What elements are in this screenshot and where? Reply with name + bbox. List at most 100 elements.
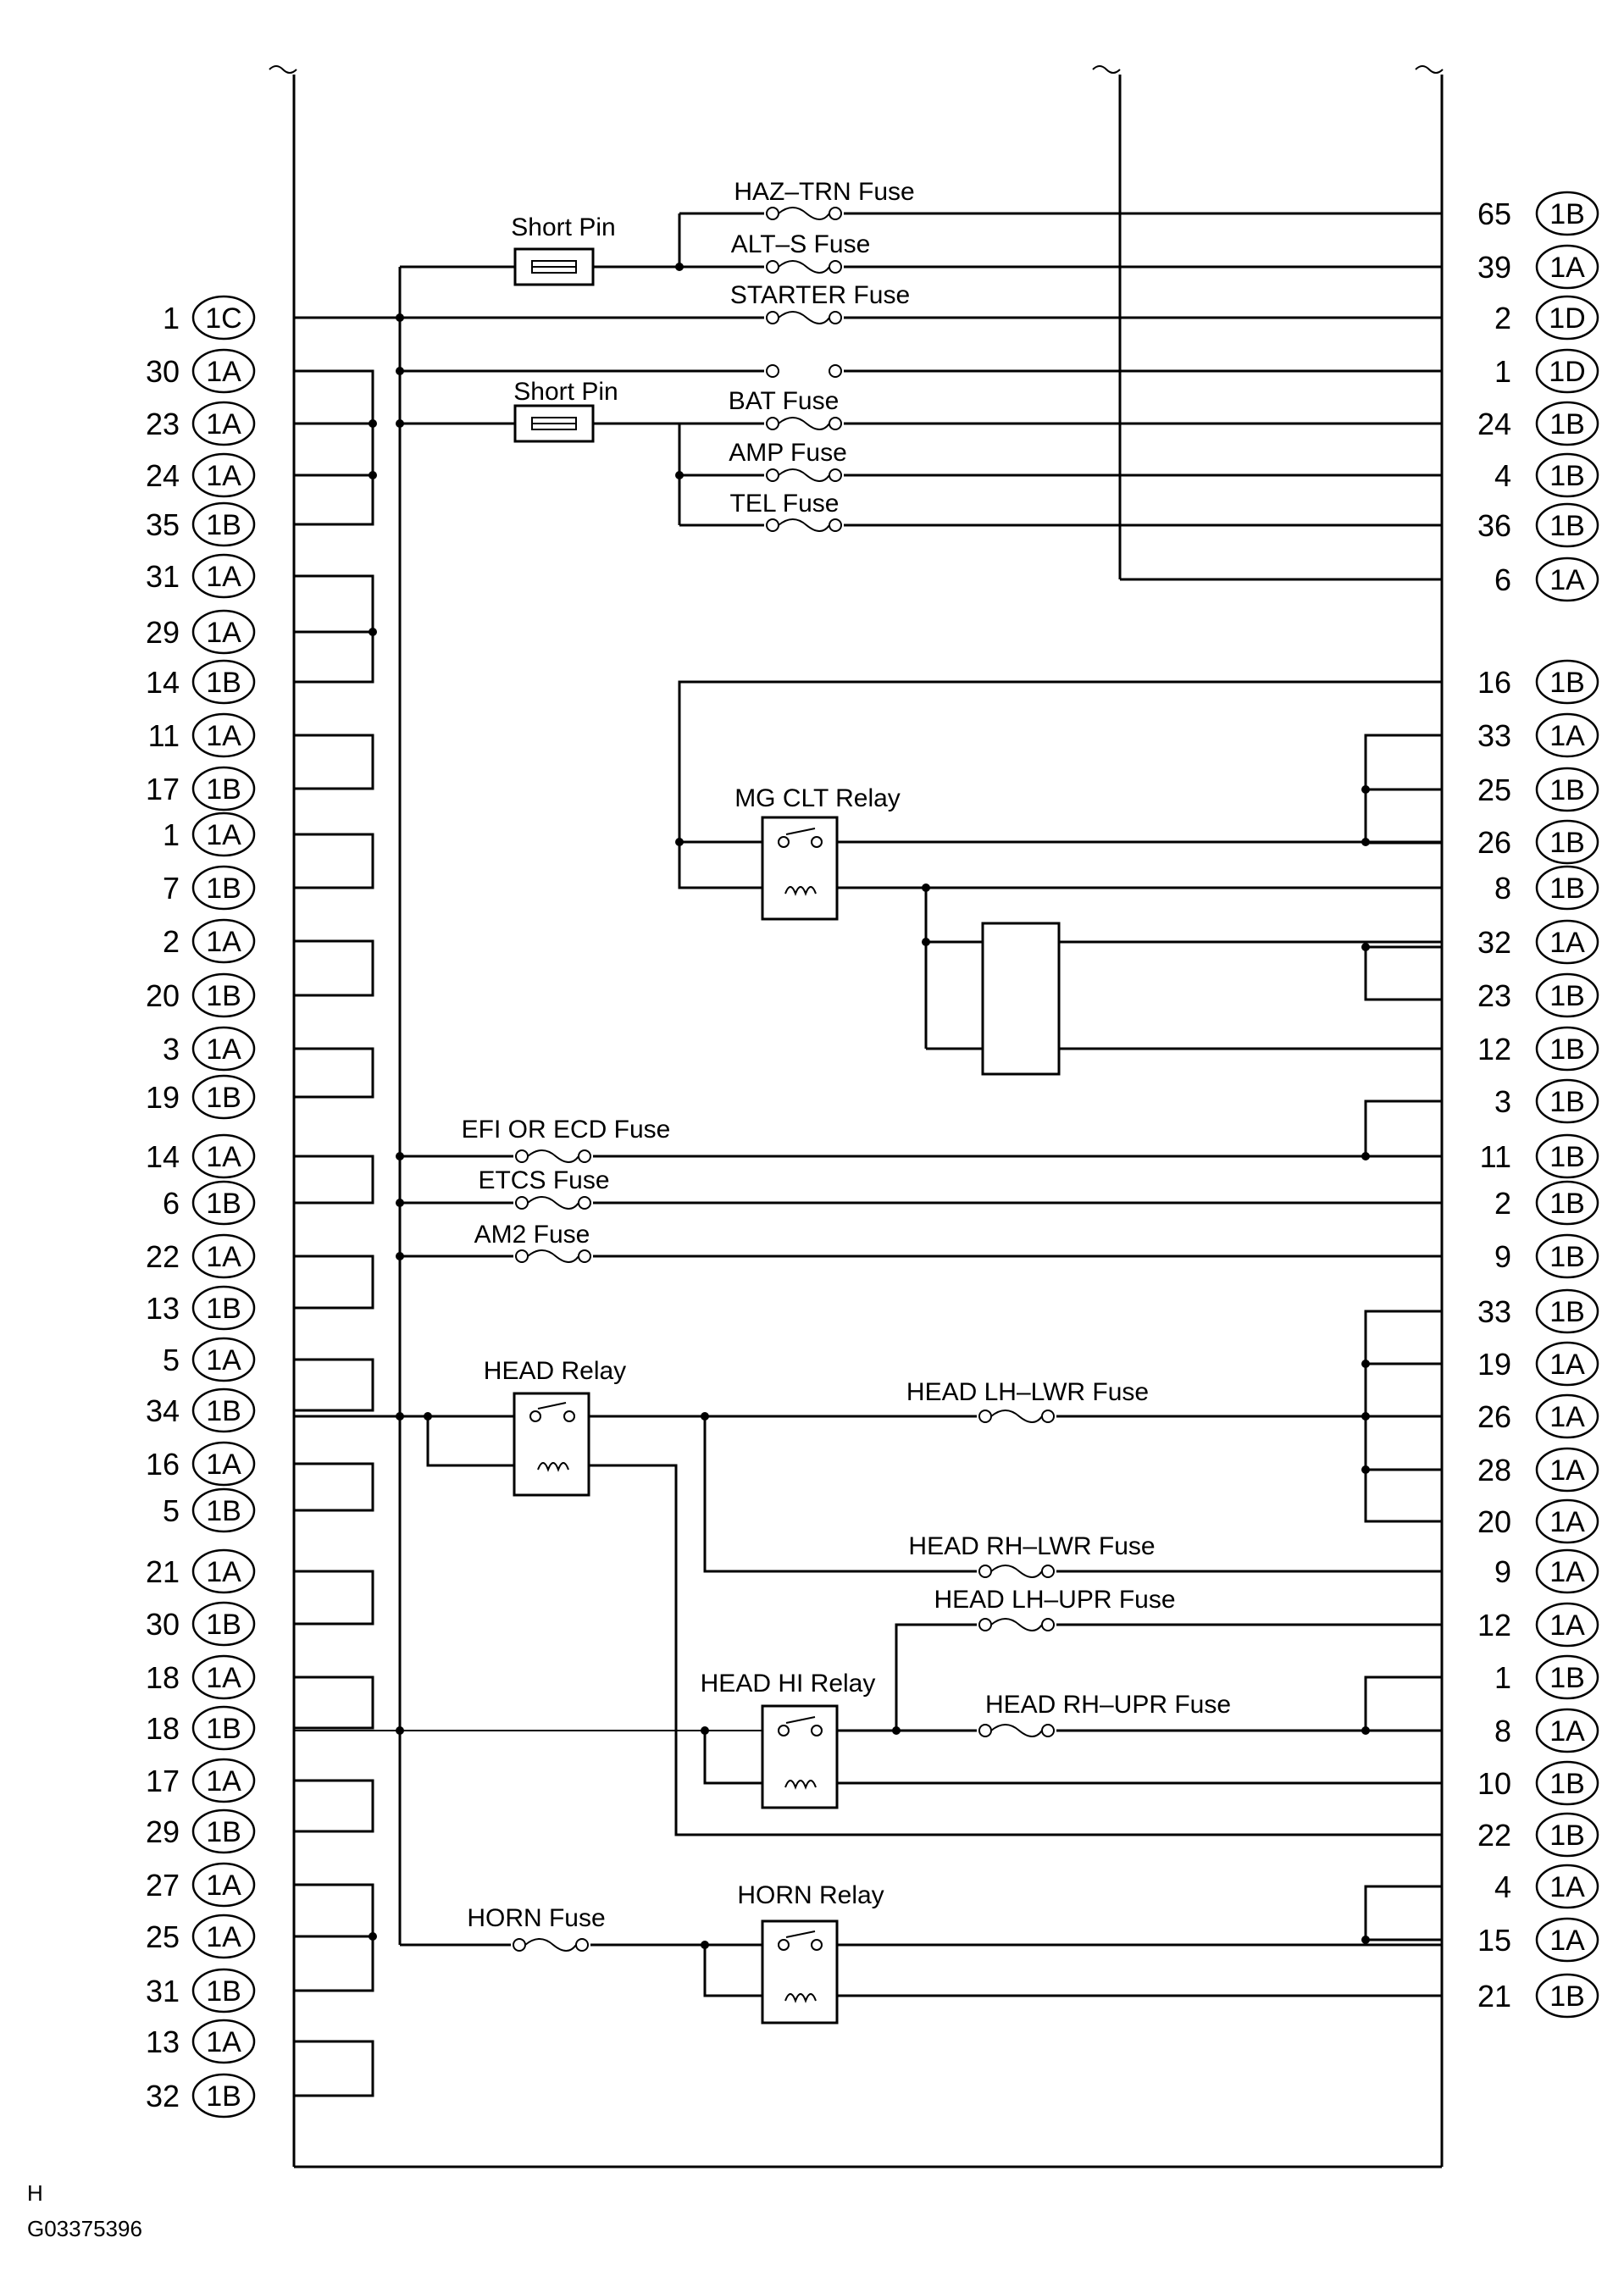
connector-id: 1B [206, 773, 241, 806]
connector-oval [1535, 972, 1599, 1018]
connector-oval [1535, 1864, 1599, 1909]
right-pin: 1 1B [1494, 1654, 1599, 1700]
connector-id: 1B [1549, 510, 1585, 542]
haz-trn-fuse-symbol [764, 207, 844, 220]
head-hi-relay-wiring [294, 1618, 1442, 1785]
am2-fuse-symbol [513, 1249, 593, 1263]
connector-id: 1B [1549, 980, 1585, 1012]
short-pin-symbols [513, 247, 595, 443]
connector-oval [191, 1133, 256, 1179]
pin-number: 12 [1477, 1608, 1511, 1642]
fuse-symbols [764, 207, 844, 532]
head-hi-relay-label: HEAD HI Relay [701, 1670, 876, 1698]
connector-id: 1A [206, 720, 241, 752]
pin-number: 21 [146, 1554, 180, 1589]
pin-number: 22 [146, 1239, 180, 1274]
pin-number: 9 [1494, 1554, 1511, 1589]
tel-fuse-symbol [764, 518, 844, 532]
connector-id: 1A [1549, 1349, 1585, 1381]
connector-id: 1A [206, 1241, 241, 1273]
connector-id: 1A [206, 1033, 241, 1066]
pin-number: 4 [1494, 458, 1511, 493]
pin-number: 13 [146, 1291, 180, 1326]
pin-number: 17 [146, 772, 180, 806]
connector-id: 1B [206, 1713, 241, 1745]
connector-oval [191, 1968, 256, 2013]
connector-oval [191, 766, 256, 811]
connector-oval [191, 1705, 256, 1751]
head-relay-wiring [294, 1410, 1442, 1836]
connector-oval [191, 295, 256, 341]
connector-oval [1535, 819, 1599, 865]
connector-oval [1535, 1973, 1599, 2019]
pin-number: 3 [163, 1032, 180, 1066]
connector-oval [191, 553, 256, 599]
connector-id: 1B [1549, 408, 1585, 440]
break-mark-left [269, 65, 297, 74]
control-module-box [981, 922, 1061, 1076]
head-rh-lwr-fuse-label: HEAD RH–LWR Fuse [908, 1532, 1155, 1560]
pin-number: 23 [1477, 978, 1511, 1013]
connector-oval [1535, 1393, 1599, 1439]
connector-id: 1B [206, 509, 241, 541]
left-jumper-nodes [369, 419, 377, 1941]
pin-number: 1 [1494, 1660, 1511, 1695]
pin-number: 25 [1477, 773, 1511, 807]
connector-oval [1535, 1078, 1599, 1124]
etcs-fuse-label: ETCS Fuse [478, 1166, 609, 1194]
connector-id: 1A [206, 1921, 241, 1953]
pin-number: 14 [146, 665, 180, 700]
connector-id: 1B [206, 872, 241, 905]
pin-number: 5 [163, 1493, 180, 1528]
connector-id: 1A [206, 2026, 241, 2058]
horn-fuse-symbol [511, 1938, 590, 1952]
pin-number: 22 [1477, 1818, 1511, 1853]
connector-oval [191, 1026, 256, 1072]
connector-oval [1535, 1760, 1599, 1806]
connector-oval [1535, 712, 1599, 758]
connector-oval [191, 811, 256, 857]
connector-oval [191, 1654, 256, 1700]
connector-id: 1B [206, 1082, 241, 1114]
connector-oval [191, 1441, 256, 1487]
pin-number: 6 [1494, 562, 1511, 597]
break-mark-right [1415, 65, 1444, 74]
connector-id: 1A [206, 1662, 241, 1694]
mg-clt-relay-label: MG CLT Relay [734, 784, 901, 812]
connector-id: 1B [1549, 827, 1585, 859]
connector-oval [191, 1387, 256, 1433]
pin-number: 16 [146, 1447, 180, 1482]
connector-id: 1B [1549, 1662, 1585, 1694]
connector-oval [191, 2019, 256, 2064]
efi-etcs-am2-wiring [396, 1149, 1442, 1263]
pin-number: 16 [1477, 665, 1511, 700]
connector-oval [1535, 919, 1599, 965]
open-contact-symbol [764, 364, 844, 378]
connector-oval [191, 918, 256, 964]
horn-relay-symbol [761, 1919, 839, 2024]
connector-id: 1B [1549, 1296, 1585, 1328]
pin-number: 10 [1477, 1766, 1511, 1801]
connector-oval [1535, 295, 1599, 341]
connector-id: 1B [206, 1495, 241, 1527]
